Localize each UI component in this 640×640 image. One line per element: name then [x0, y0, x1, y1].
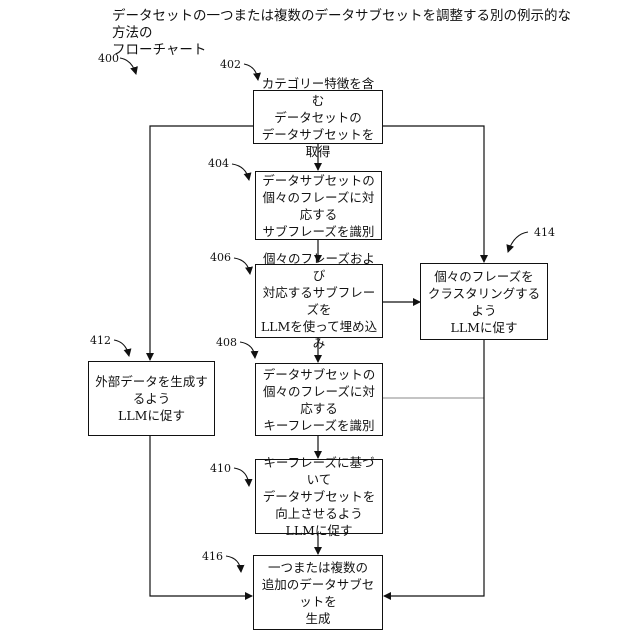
arrow-412-416 — [150, 436, 252, 596]
ref-416-leader — [226, 556, 241, 572]
ref-402: 402 — [220, 58, 241, 71]
ref-404-leader — [232, 164, 249, 180]
ref-406: 406 — [210, 251, 231, 264]
step-408-box: データサブセットの 個々のフレーズに対応する キーフレーズを識別 — [255, 363, 383, 436]
step-406-box: 個々のフレーズおよび 対応するサブフレーズを LLMを使って埋め込み — [255, 264, 383, 338]
ref-410: 410 — [210, 462, 231, 475]
step-410-label: キーフレーズに基づいて データサブセットを 向上させるよう LLMに促す — [260, 454, 378, 539]
ref-402-leader — [244, 64, 258, 80]
ref-404: 404 — [208, 157, 229, 170]
ref-414-leader — [508, 232, 528, 252]
ref-412: 412 — [90, 334, 111, 347]
ref-416: 416 — [202, 550, 223, 563]
ref-400: 400 — [98, 52, 119, 65]
arrow-414-416 — [384, 340, 484, 596]
step-412-label: 外部データを生成するよう LLMに促す — [93, 373, 210, 424]
step-404-box: データサブセットの 個々のフレーズに対応する サブフレーズを識別 — [255, 171, 382, 240]
ref-408-leader — [240, 342, 255, 358]
step-412-box: 外部データを生成するよう LLMに促す — [88, 361, 215, 436]
arrow-402-412 — [150, 126, 253, 360]
ref-414: 414 — [534, 226, 555, 239]
step-404-label: データサブセットの 個々のフレーズに対応する サブフレーズを識別 — [260, 172, 377, 240]
step-414-box: 個々のフレーズを クラスタリングするよう LLMに促す — [420, 263, 548, 340]
step-406-label: 個々のフレーズおよび 対応するサブフレーズを LLMを使って埋め込み — [260, 250, 378, 352]
arrow-402-414 — [383, 126, 484, 262]
step-410-box: キーフレーズに基づいて データサブセットを 向上させるよう LLMに促す — [255, 459, 383, 534]
step-414-label: 個々のフレーズを クラスタリングするよう LLMに促す — [425, 268, 543, 336]
ref-410-leader — [234, 468, 249, 486]
step-408-label: データサブセットの 個々のフレーズに対応する キーフレーズを識別 — [260, 366, 378, 434]
ref-408: 408 — [216, 336, 237, 349]
ref-412-leader — [114, 340, 129, 356]
step-402-box: カテゴリー特徴を含む データセットの データサブセットを取得 — [253, 90, 383, 144]
step-416-box: 一つまたは複数の 追加のデータサブセットを 生成 — [253, 555, 383, 630]
step-402-label: カテゴリー特徴を含む データセットの データサブセットを取得 — [258, 75, 378, 160]
step-416-label: 一つまたは複数の 追加のデータサブセットを 生成 — [258, 559, 378, 627]
ref-400-leader — [120, 58, 136, 74]
ref-406-leader — [234, 258, 250, 274]
